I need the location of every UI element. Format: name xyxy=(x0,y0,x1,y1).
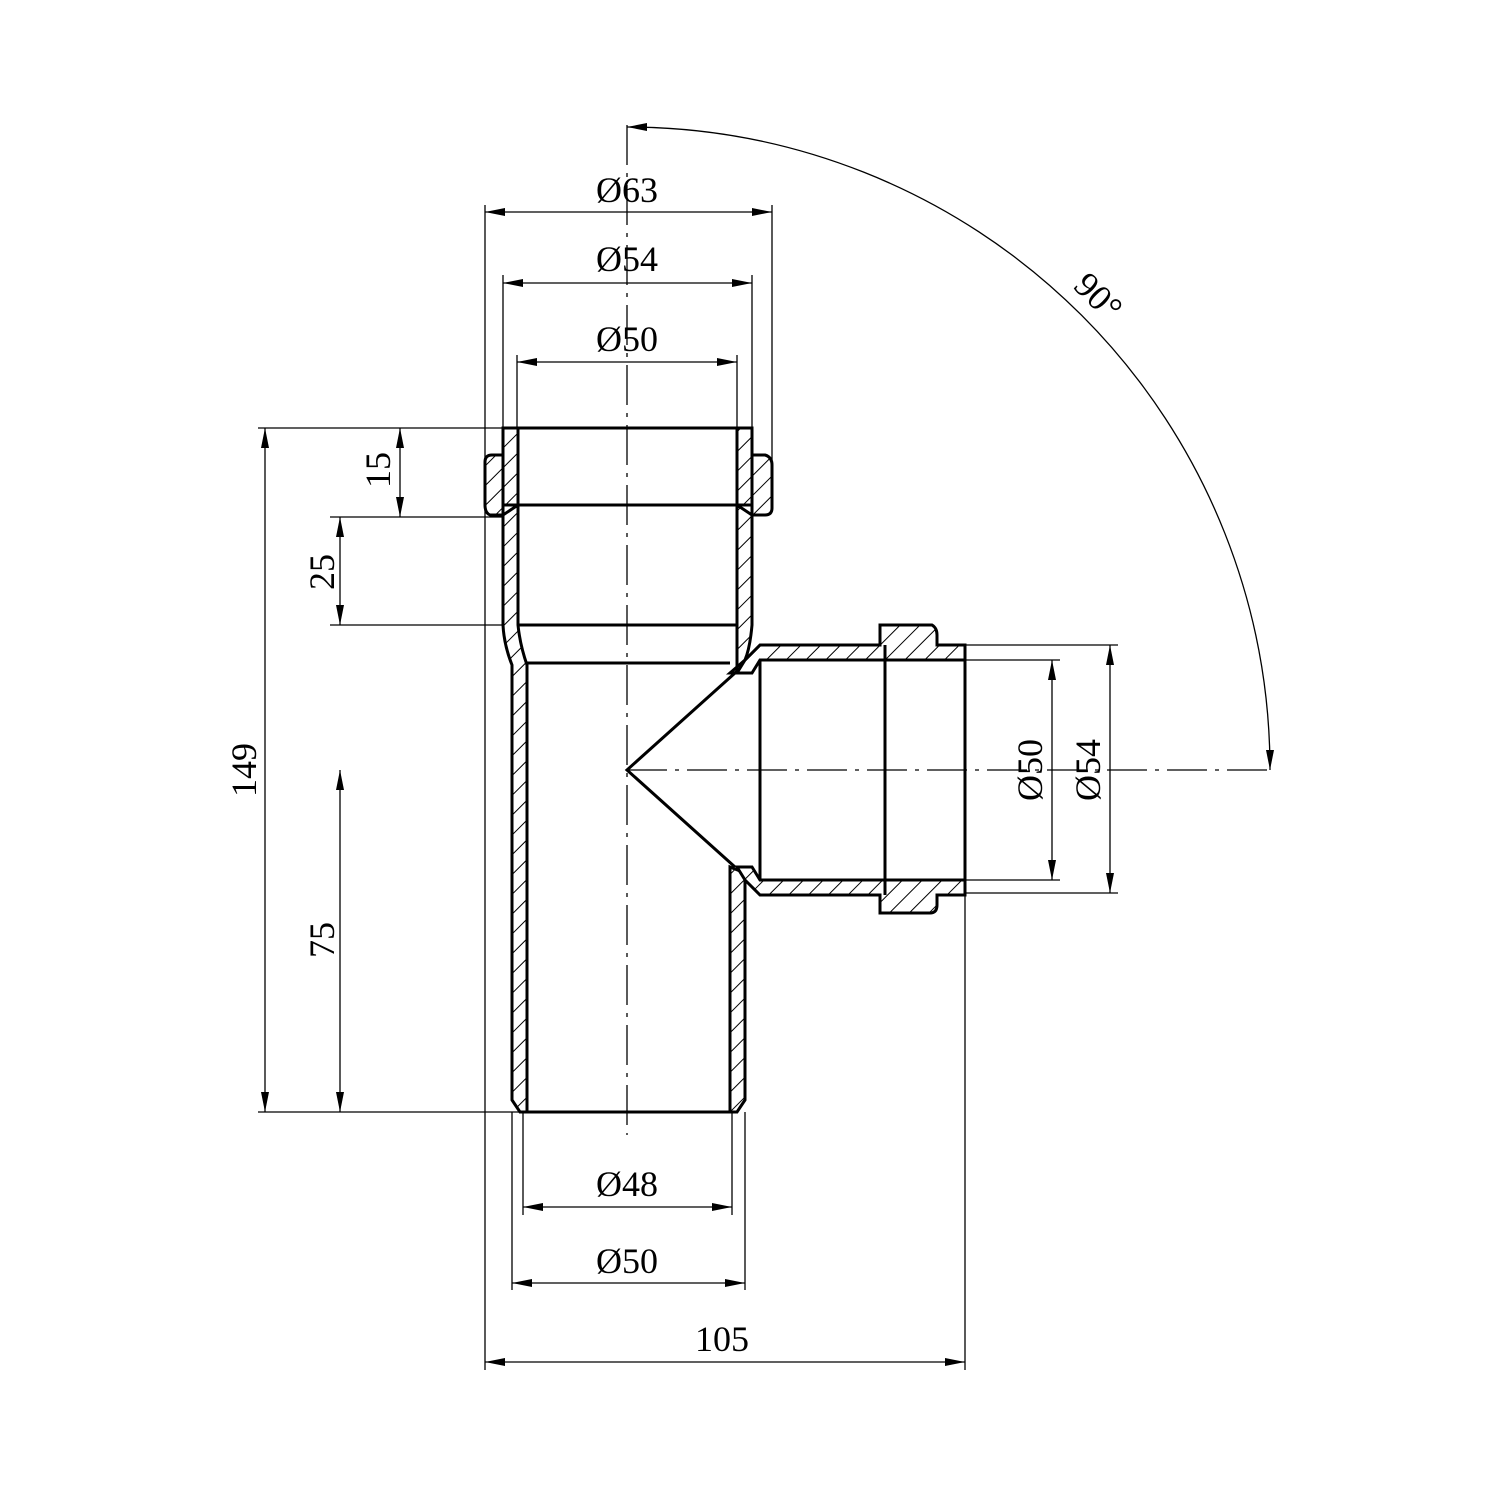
extension-lines xyxy=(258,205,1118,1370)
top-socket-right-section xyxy=(735,426,774,517)
dim-total-height: 149 xyxy=(224,743,264,797)
branch-top-wall-section xyxy=(734,623,967,675)
dimension-lines xyxy=(261,123,1274,1366)
right-wall-lower-section xyxy=(728,864,747,1114)
dim-spigot-outer-diameter: Ø50 xyxy=(596,1241,658,1281)
dim-top-socket-diameter: Ø54 xyxy=(596,239,658,279)
dim-socket-depth: 15 xyxy=(358,452,398,488)
dim-branch-socket-diameter: Ø54 xyxy=(1068,739,1108,801)
dim-top-inner-diameter: Ø50 xyxy=(596,319,658,359)
dim-top-outer-diameter: Ø63 xyxy=(596,170,658,210)
dim-insertion-depth: 25 xyxy=(302,554,342,590)
branch-bottom-wall-section xyxy=(734,865,967,915)
dim-total-width: 105 xyxy=(695,1319,749,1359)
dim-spigot-inner-diameter: Ø48 xyxy=(596,1164,658,1204)
left-wall-section xyxy=(501,502,529,1114)
dim-branch-inner-diameter: Ø50 xyxy=(1010,739,1050,801)
dim-branch-angle: 90° xyxy=(1067,265,1131,329)
dim-branch-height: 75 xyxy=(302,922,342,958)
right-wall-upper-section xyxy=(725,502,754,675)
